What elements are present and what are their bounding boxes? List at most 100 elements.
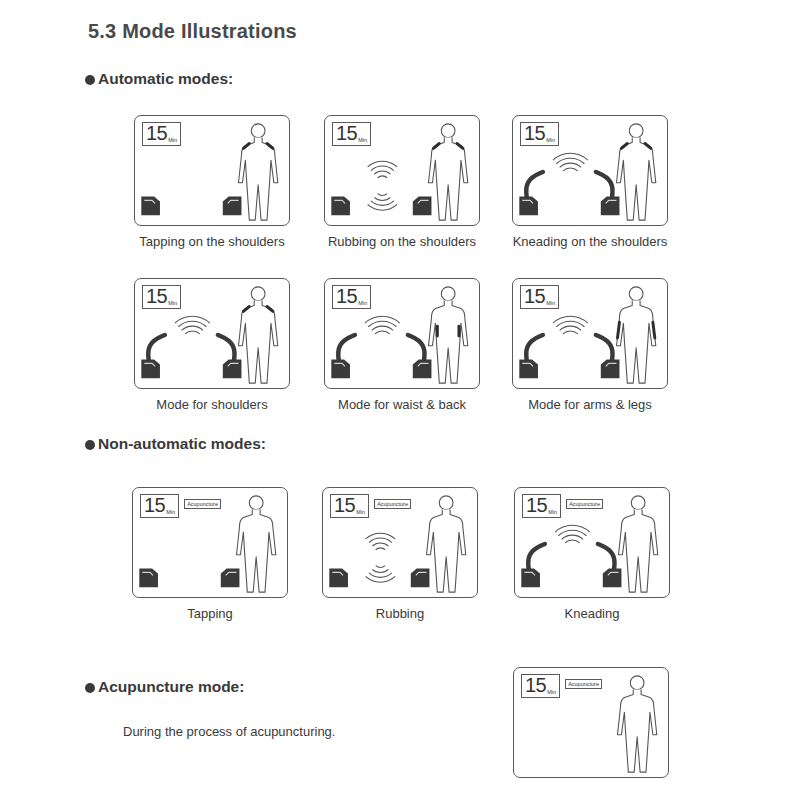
mode-panel: Rubbing15MinAcupuncture (322, 487, 478, 598)
timer-display: 15Min (142, 122, 181, 146)
mode-panel: Kneading15MinAcupuncture (514, 487, 670, 598)
mode-tag: Acupuncture (374, 499, 411, 509)
massage-head-detail (418, 200, 429, 203)
vibration-wave (365, 316, 400, 323)
tag-text: Acupuncture (568, 681, 599, 687)
massage-head (141, 197, 160, 216)
massage-head (221, 569, 240, 588)
massage-zone (617, 322, 619, 338)
mode-caption: Tapping (187, 606, 233, 621)
mode-panel: 15Min Acupuncture (513, 667, 669, 778)
mode-panel: Kneading on the shoulders15Min (512, 115, 668, 226)
vibration-wave (185, 331, 200, 334)
massage-head-detail (142, 572, 153, 575)
vibration-wave (553, 153, 588, 160)
massage-head-detail (334, 200, 345, 203)
mode-caption: Rubbing (376, 606, 424, 621)
mode-caption: Mode for arms & legs (528, 397, 652, 412)
massage-zone (457, 143, 463, 148)
massage-arm (528, 544, 545, 572)
massage-head-detail (608, 572, 619, 575)
timer-unit: Min (548, 509, 557, 515)
vibration-wave (376, 566, 385, 568)
massage-zone (243, 306, 249, 311)
massage-arm (596, 172, 613, 200)
mode-caption: Kneading on the shoulders (513, 234, 668, 249)
timer-display: 15Min (330, 494, 369, 518)
timer-unit: Min (547, 689, 556, 695)
human-figure (429, 124, 468, 220)
timer-display: 15Min (332, 285, 371, 309)
massage-head-detail (226, 572, 237, 575)
massage-head (223, 197, 242, 216)
human-figure (617, 287, 656, 383)
human-figure (617, 124, 656, 220)
vibration-wave (558, 530, 586, 536)
massage-zone (433, 143, 439, 148)
figure-body (239, 138, 278, 220)
massage-head-detail (524, 572, 535, 575)
vibration-wave (368, 321, 396, 327)
mode-panel: Mode for arms & legs15Min (512, 278, 668, 389)
massage-head (331, 360, 350, 379)
massage-arm (338, 335, 355, 363)
mode-panel: Tapping15MinAcupuncture (132, 487, 288, 598)
figure-head (251, 287, 265, 301)
timer-unit: Min (168, 300, 177, 306)
massage-head (519, 360, 538, 379)
massage-zone (645, 143, 651, 148)
figure-body (239, 301, 278, 383)
timer-minutes: 15 (336, 123, 357, 143)
mode-caption: Mode for waist & back (338, 397, 466, 412)
timer-minutes: 15 (334, 495, 355, 515)
mode-caption: Kneading (565, 606, 620, 621)
vibration-wave (368, 161, 397, 167)
massage-head-detail (144, 200, 155, 203)
vibration-wave (556, 158, 584, 164)
vibration-wave (371, 201, 394, 205)
figure-head (631, 496, 645, 510)
mode-panel: Tapping on the shoulders15Min (134, 115, 290, 226)
figure-head (630, 676, 644, 690)
vibration-wave (175, 316, 210, 323)
figure-body (617, 301, 656, 383)
massage-zone (436, 326, 439, 336)
timer-display: 15Min (521, 674, 560, 698)
section-heading: Acupuncture mode: (98, 678, 244, 696)
vibration-wave (378, 194, 387, 196)
timer-minutes: 15 (526, 495, 547, 515)
vibration-wave (555, 525, 590, 532)
section-heading: Non-automatic modes: (98, 435, 266, 453)
note-text: During the process of acupuncturing. (123, 724, 335, 739)
timer-unit: Min (166, 509, 175, 515)
timer-display: 15Min (520, 122, 559, 146)
figure-body (427, 510, 466, 592)
timer-unit: Min (546, 300, 555, 306)
vibration-wave (369, 538, 392, 542)
vibration-wave (372, 326, 393, 330)
figure-head (441, 287, 455, 301)
timer-display: 15Min (142, 285, 181, 309)
massage-head-detail (418, 363, 429, 366)
figure-head (249, 496, 263, 510)
massage-arm (148, 335, 165, 363)
section-heading: Automatic modes: (98, 70, 233, 88)
tag-text: Acupuncture (569, 501, 600, 507)
figure-body (617, 138, 656, 220)
massage-head-detail (334, 363, 345, 366)
massage-head-detail (522, 363, 533, 366)
figure-body (429, 138, 468, 220)
vibration-wave (374, 197, 390, 200)
figure-body (619, 510, 658, 592)
human-figure (237, 496, 276, 592)
massage-head-detail (228, 363, 239, 366)
figure-body (429, 301, 468, 383)
massage-head-detail (522, 200, 533, 203)
massage-head (413, 360, 432, 379)
massage-head (141, 360, 160, 379)
human-figure (618, 676, 657, 772)
vibration-wave (369, 573, 392, 577)
timer-display: 15Min (140, 494, 179, 518)
vibration-wave (178, 321, 206, 327)
massage-head-detail (228, 200, 239, 203)
